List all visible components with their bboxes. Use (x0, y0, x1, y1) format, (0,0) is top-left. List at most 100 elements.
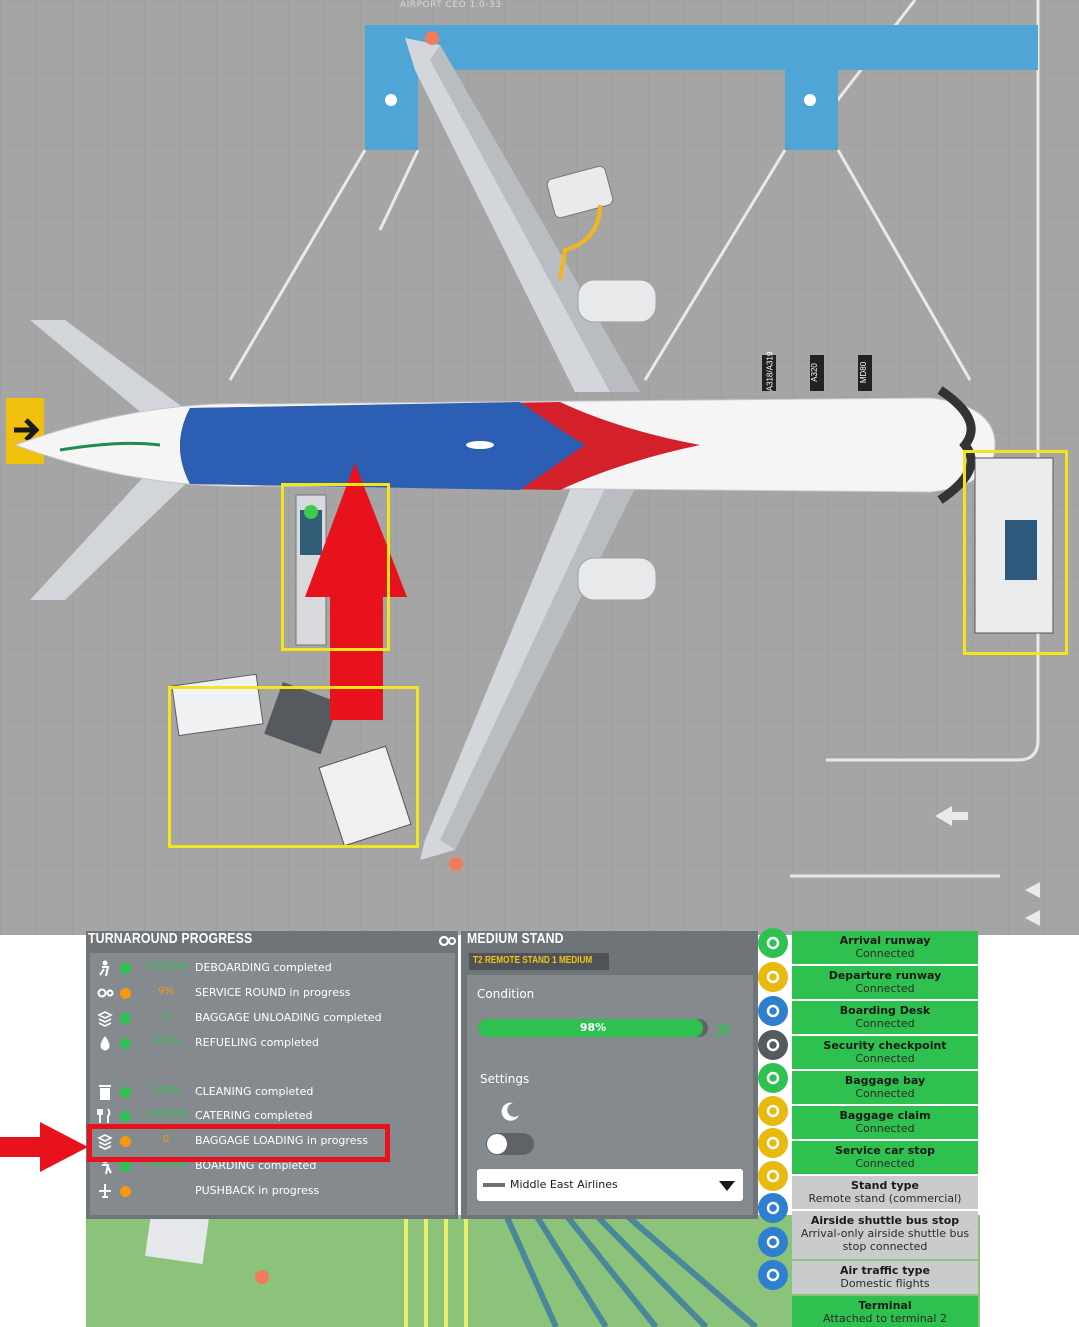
condition-bar-fill (478, 1019, 704, 1037)
requirement-status: Remote stand (commercial) (808, 1192, 962, 1205)
baggage-unload-icon (97, 1011, 113, 1027)
requirement-status: Attached to terminal 2 (823, 1312, 947, 1325)
night-toggle[interactable] (486, 1133, 534, 1155)
no-cart-icon[interactable] (758, 1260, 788, 1290)
no-car-icon[interactable] (758, 1193, 788, 1223)
arrow-up-icon-glyph (766, 970, 780, 984)
no-cart-icon-glyph (766, 1268, 780, 1282)
repair-tools-icon (715, 1023, 731, 1037)
repair-button[interactable] (712, 1018, 734, 1040)
task-status-dot (120, 963, 131, 974)
baggage-load-icon (97, 1134, 113, 1150)
no-bus-icon[interactable] (758, 1227, 788, 1257)
task-status-dot (120, 988, 131, 999)
stand-title: MEDIUM STAND (467, 930, 564, 947)
requirement-title: Baggage bay (844, 1074, 926, 1087)
trash-icon (99, 1085, 111, 1100)
task-label: BOARDING completed (195, 1159, 317, 1172)
gears-icon (438, 935, 456, 947)
task-count: 106/106 (145, 1109, 187, 1120)
requirement-status: Connected (855, 1157, 915, 1170)
task-row: 9%SERVICE ROUND in progress (96, 983, 386, 1003)
requirement-status: Connected (855, 1017, 915, 1030)
no-car-icon-glyph (766, 1201, 780, 1215)
task-status-dot (120, 1161, 131, 1172)
task-status-dot (120, 1013, 131, 1024)
requirement-title: Service car stop (835, 1144, 935, 1157)
task-status-dot (120, 1186, 131, 1197)
requirement-status: Domestic flights (840, 1277, 930, 1290)
catering-icon (97, 1108, 111, 1123)
task-row: 100%REFUELING completed (96, 1033, 386, 1053)
requirement-title: Stand type (851, 1179, 919, 1192)
version-label: AIRPORT CEO 1.0-33 (400, 0, 502, 10)
pushback-icon (99, 1184, 111, 1198)
turnaround-settings-button[interactable] (437, 933, 457, 949)
fan-icon[interactable] (758, 1063, 788, 1093)
requirement-title: Departure runway (828, 969, 942, 982)
requirement-status: Connected (855, 1122, 915, 1135)
service-car-icon[interactable] (758, 1096, 788, 1126)
apron-scene: AIRPORT CEO 1.0-33 A318/A319 A320 MD80 (0, 0, 1079, 935)
bulldozer-icon[interactable] (758, 1030, 788, 1060)
requirement-title: Baggage claim (839, 1109, 931, 1122)
task-count: 9% (158, 986, 174, 997)
highlight-belt-loader (281, 483, 390, 651)
passenger-deboard-icon (99, 960, 110, 977)
task-count: 0 (162, 1134, 170, 1145)
service-car-icon-glyph (766, 1104, 780, 1118)
requirement-status: Connected (855, 1087, 915, 1100)
aircraft-label-3: MD80 (859, 361, 869, 384)
task-row: 106/106 CATERING completed (96, 1106, 386, 1126)
task-label: BAGGAGE LOADING in progress (195, 1134, 368, 1147)
fan-icon-glyph (766, 1071, 780, 1085)
requirement-title: Air traffic type (839, 1264, 931, 1277)
task-row: PUSHBACK in progress (96, 1181, 386, 1201)
baggage-icon[interactable] (758, 1161, 788, 1191)
stand-tag-label: T2 REMOTE STAND 1 MEDIUM (473, 955, 593, 966)
airline-select[interactable]: Middle East Airlines (477, 1169, 743, 1201)
task-status-dot (120, 1038, 131, 1049)
aircraft-label-1: A318/A319 (765, 351, 775, 392)
task-label: CLEANING completed (195, 1085, 314, 1098)
condition-bar: 98% (478, 1019, 708, 1037)
requirement-status: Arrival-only airside shuttle bus stop co… (800, 1227, 970, 1253)
requirement-title: Airside shuttle bus stop (810, 1214, 960, 1227)
chevron-down-icon (719, 1181, 735, 1191)
power-icon[interactable] (758, 928, 788, 958)
task-count: 100% (151, 1036, 181, 1047)
bus-icon[interactable] (758, 1128, 788, 1158)
tools-icon[interactable] (758, 996, 788, 1026)
task-label: DEBOARDING completed (195, 961, 332, 974)
highlight-stairs-truck (963, 450, 1068, 655)
settings-label: Settings (480, 1072, 530, 1086)
task-label: PUSHBACK in progress (195, 1184, 320, 1197)
task-status-dot (120, 1087, 131, 1098)
arrow-up-icon[interactable] (758, 962, 788, 992)
requirement-title: Arrival runway (839, 934, 931, 947)
stand-tag[interactable]: T2 REMOTE STAND 1 MEDIUM (469, 953, 609, 970)
task-label: CATERING completed (195, 1109, 313, 1122)
requirement-title: Security checkpoint (823, 1039, 947, 1052)
turnaround-title: TURNAROUND PROGRESS (88, 930, 253, 947)
apron-map[interactable] (0, 0, 1079, 935)
task-count: 100% (151, 1085, 181, 1096)
bus-icon-glyph (766, 1136, 780, 1150)
highlight-baggage-loading (87, 1124, 390, 1162)
highlight-baggage-carts (168, 686, 419, 848)
airline-logo (483, 1183, 505, 1187)
task-status-dot (120, 1136, 131, 1147)
requirement-status: Connected (855, 1052, 915, 1065)
night-toggle-knob (487, 1134, 507, 1154)
tools-icon-glyph (766, 1004, 780, 1018)
